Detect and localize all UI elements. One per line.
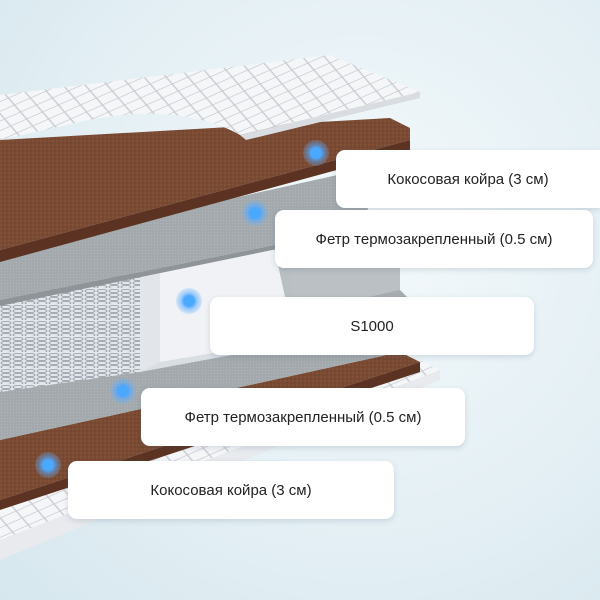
top-felt-layer <box>0 170 380 306</box>
layer-label-top-felt: Фетр термозакрепленный (0.5 см) <box>275 210 593 268</box>
layer-label-text: Фетр термозакрепленный (0.5 см) <box>184 408 422 426</box>
layer-marker-dot <box>176 288 202 314</box>
layer-marker-dot <box>35 452 61 478</box>
layer-label-text: Фетр термозакрепленный (0.5 см) <box>315 230 553 248</box>
layer-label-bottom-felt: Фетр термозакрепленный (0.5 см) <box>141 388 465 446</box>
layer-marker-dot <box>242 200 268 226</box>
layer-marker-dot <box>303 140 329 166</box>
top-quilt-layer <box>0 55 420 140</box>
layer-label-text: Кокосовая койра (3 см) <box>387 170 549 188</box>
layer-label-text: Кокосовая койра (3 см) <box>150 481 312 499</box>
layer-label-text: S1000 <box>350 317 394 335</box>
layer-marker-dot <box>110 378 136 404</box>
layer-label-top-coir: Кокосовая койра (3 см) <box>336 150 600 208</box>
layer-label-springs: S1000 <box>210 297 534 355</box>
layer-label-bottom-coir: Кокосовая койра (3 см) <box>68 461 394 519</box>
